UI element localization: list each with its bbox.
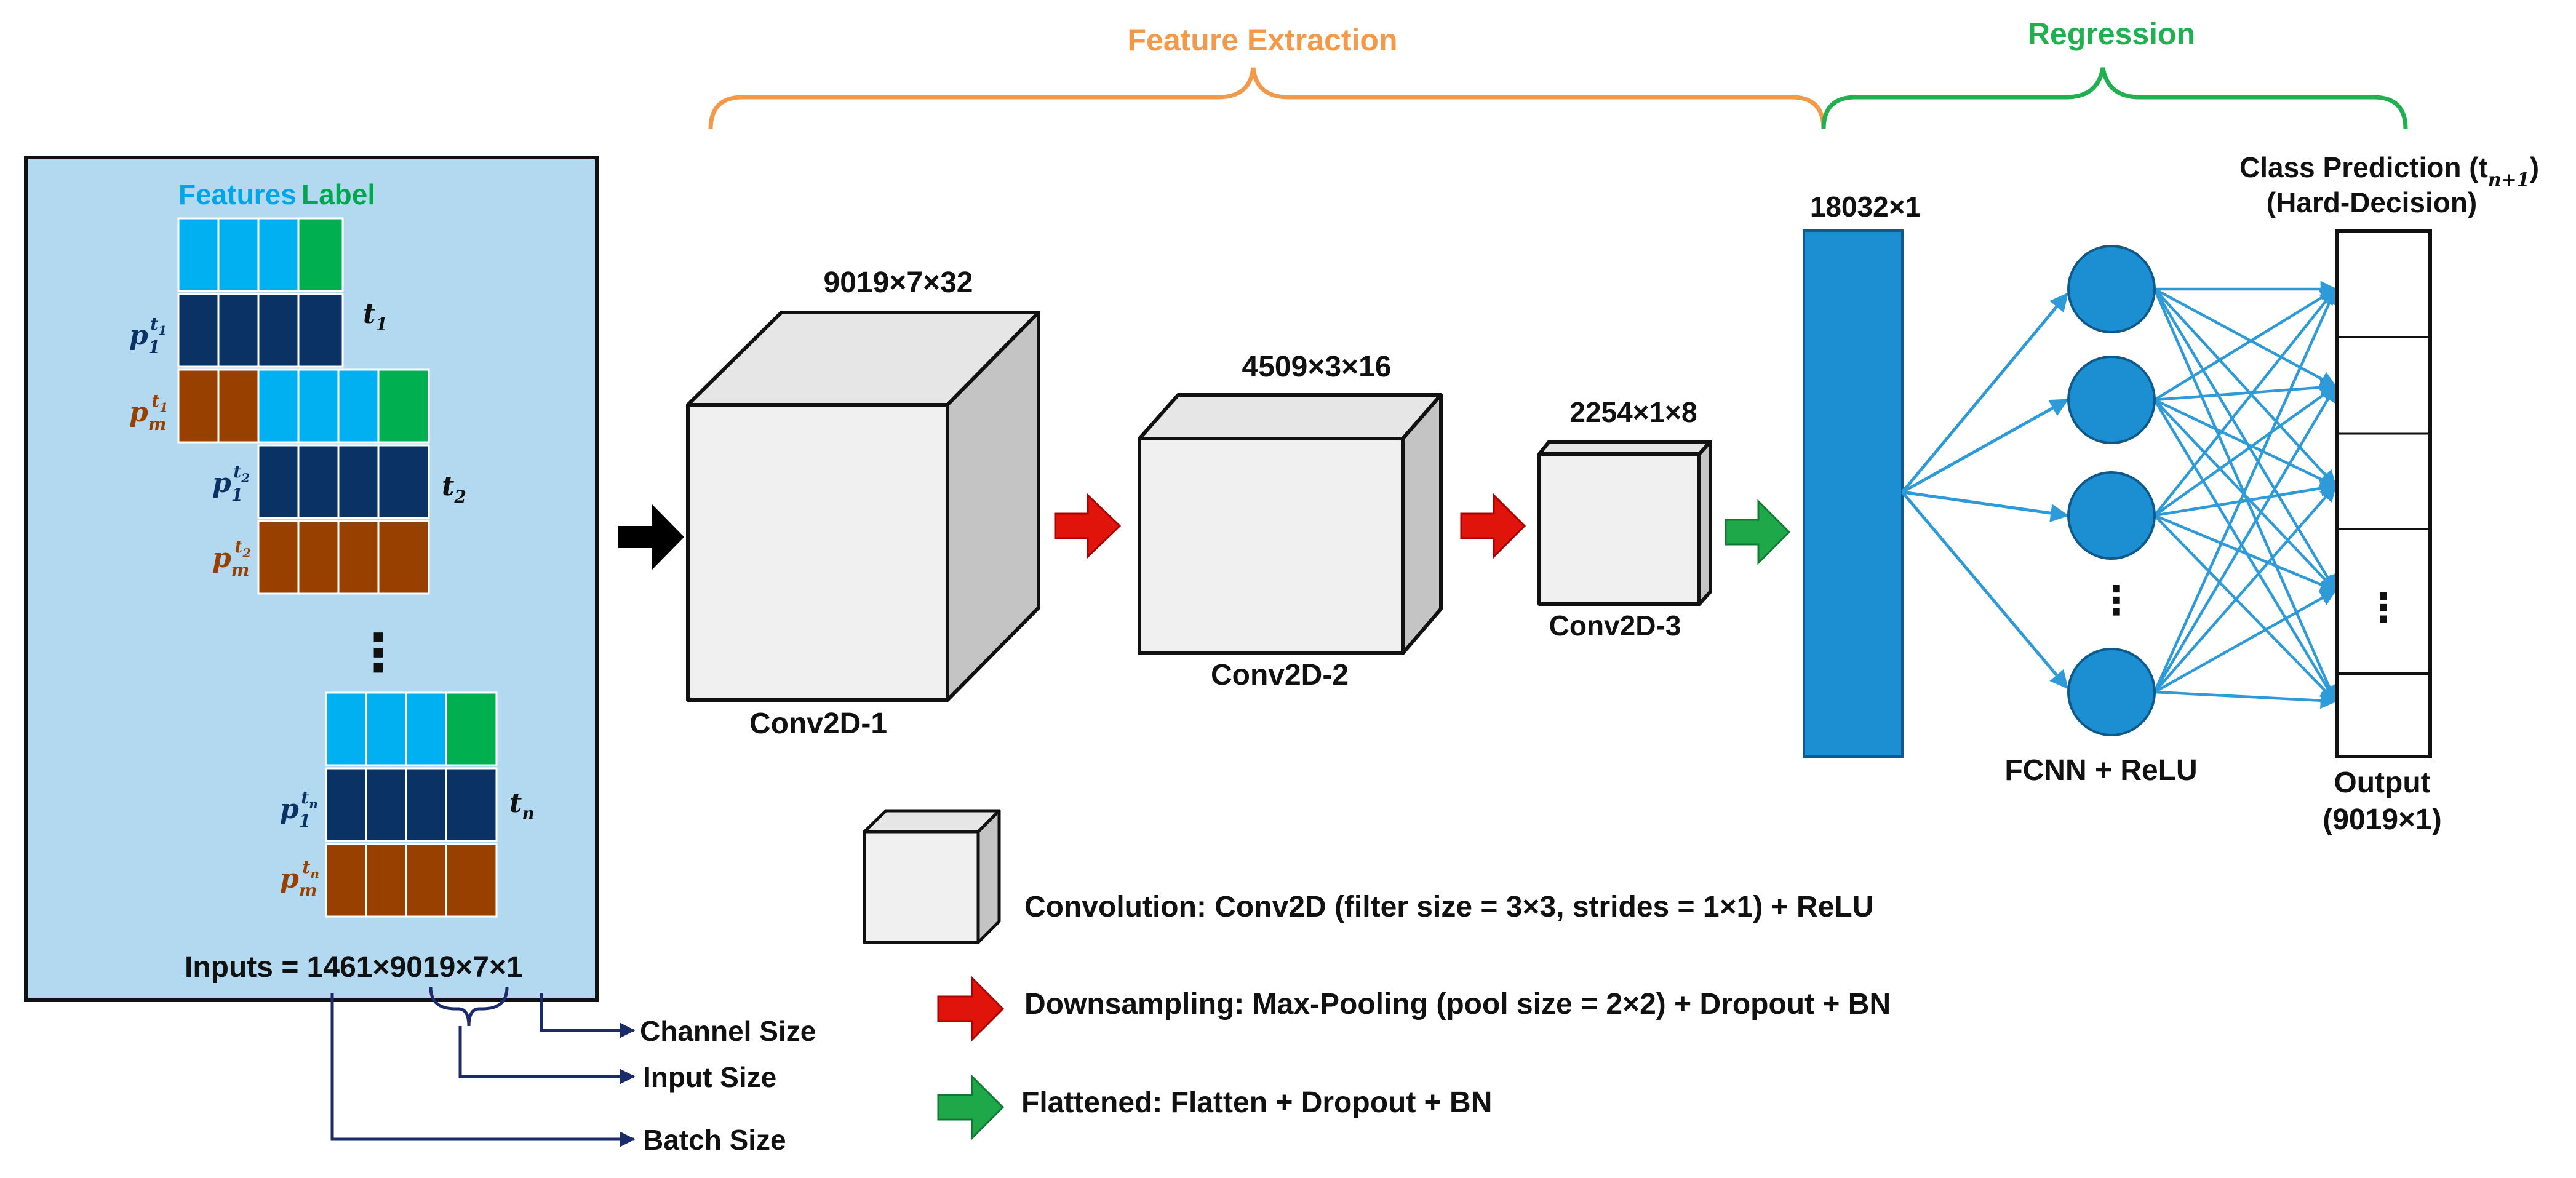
regression-title: Regression [2028, 17, 2195, 51]
conv2d-1-name: Conv2D-1 [749, 707, 887, 740]
p1-t1-label: p1t1 [129, 314, 167, 357]
conv2d-3-cube [1537, 440, 1712, 606]
fc-connection [2154, 398, 2337, 488]
label-header: Label [301, 178, 375, 210]
conv2d-2-cube [1138, 393, 1443, 655]
fc-connection [2154, 690, 2337, 709]
fc-connection [2153, 287, 2337, 693]
hard-decision-label: (Hard-Decision) [2267, 186, 2477, 218]
fcnn-neuron [2067, 245, 2156, 333]
output-ellipsis: ⋮ [2364, 586, 2403, 630]
legend-convolution-text: Convolution: Conv2D (filter size = 3×3, … [1024, 891, 1873, 923]
legend-convolution-cube [863, 809, 1001, 944]
fcnn-neuron [2067, 356, 2156, 444]
conv2d-3-name: Conv2D-3 [1549, 610, 1681, 642]
flatten-vector [1803, 229, 1904, 758]
fc-connection [2154, 480, 2337, 517]
pm-t2-label: pmt2 [212, 536, 251, 580]
fc-connection [2153, 288, 2337, 388]
conv2d-3-shape: 2254×1×8 [1569, 396, 1697, 428]
fc-connection [2153, 399, 2337, 703]
inputs-shape-label: Inputs = 1461×9019×7×1 [185, 951, 523, 984]
conv2d-1-cube [686, 311, 1040, 702]
conv2d-1-shape: 9019×7×32 [824, 266, 973, 299]
conv2d-2-shape: 4509×3×16 [1242, 351, 1392, 383]
feature-extraction-brace [708, 67, 1826, 130]
output-shape: (9019×1) [2323, 803, 2441, 836]
pm-tn-label: pmtn [280, 857, 319, 901]
input-vertical-ellipsis: ⋮ [353, 624, 404, 682]
fc-connection [2153, 589, 2337, 693]
p1-t2-label: p1t2 [212, 461, 250, 505]
flatten-arrow [1725, 499, 1791, 565]
input-dims-annotation [330, 987, 636, 1147]
output-label: Output [2334, 766, 2430, 799]
legend-downsampling-arrow [937, 976, 1005, 1042]
features-header: Features [178, 178, 297, 210]
p1-tn-label: p1tn [280, 787, 318, 831]
input-size-label: Input Size [643, 1061, 776, 1093]
fc-connection [2154, 379, 2337, 402]
fc-connection [2153, 288, 2337, 401]
fc-connection [2153, 399, 2337, 592]
class-prediction-title: Class Prediction (tn+1) [2239, 151, 2539, 191]
batch-size-label: Batch Size [643, 1124, 786, 1156]
input-arrow [618, 504, 684, 570]
fc-connection [2153, 287, 2337, 517]
regression-brace [1821, 67, 2408, 130]
fc-connection [2154, 514, 2337, 593]
fcnn-neuron [2067, 471, 2156, 560]
fcnn-neurons [2067, 245, 2156, 736]
flatten-to-fcnn-connections [1901, 292, 2069, 690]
fcnn-neuron [2067, 648, 2156, 736]
fcnn-to-output-connections [2153, 281, 2337, 709]
output-vector [2335, 229, 2432, 758]
fcnn-name: FCNN + ReLU [2004, 754, 2197, 787]
pm-t1-label: pmt1 [129, 391, 168, 434]
tn-label: tn [509, 787, 535, 824]
conv2d-2-name: Conv2D-2 [1211, 659, 1349, 691]
legend-flattened-text: Flattened: Flatten + Dropout + BN [1021, 1086, 1492, 1119]
timestep-block-tn [325, 691, 498, 918]
fc-connection [2153, 288, 2337, 487]
t2-label: t2 [442, 471, 466, 507]
timestep-block-t2 [257, 368, 430, 595]
flatten-shape: 18032×1 [1810, 191, 1921, 223]
feature-extraction-title: Feature Extraction [1127, 23, 1397, 57]
channel-size-label: Channel Size [640, 1015, 816, 1047]
legend-downsampling-text: Downsampling: Max-Pooling (pool size = 2… [1024, 988, 1891, 1021]
timestep-block-t1 [177, 217, 344, 444]
fc-connection [2153, 288, 2337, 592]
downsample-arrow-2 [1460, 493, 1526, 559]
legend-flattened-arrow [937, 1074, 1005, 1140]
fc-connection [2153, 385, 2337, 517]
fc-connection [2153, 484, 2337, 693]
fc-connection [2153, 514, 2337, 702]
fc-connection [2153, 384, 2337, 693]
t1-label: t1 [363, 298, 388, 335]
downsample-arrow-1 [1054, 493, 1122, 559]
fcnn-ellipsis: ⋮ [2097, 578, 2136, 623]
